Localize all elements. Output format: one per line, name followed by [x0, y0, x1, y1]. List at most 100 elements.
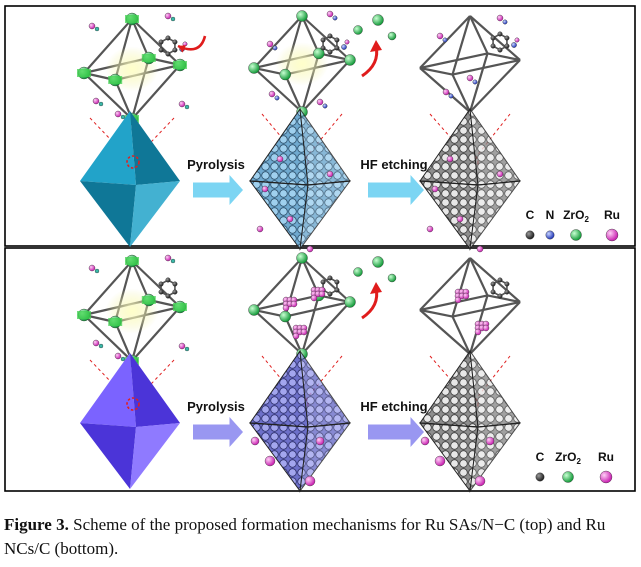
nanoparticle-face — [469, 180, 522, 251]
nanoparticle-face — [249, 349, 309, 428]
cage-edge — [487, 52, 521, 62]
ru-precursor — [164, 254, 172, 262]
carbon-atom — [172, 39, 178, 45]
ru-site — [304, 475, 316, 487]
legend-swatch-n — [545, 230, 555, 240]
cage-edge — [131, 18, 181, 66]
caption-label: Figure 3. — [4, 515, 69, 534]
octahedron-face — [130, 181, 180, 247]
ru-cluster-atom — [310, 294, 318, 302]
legend-swatch-c — [525, 230, 535, 240]
cage-edge — [131, 260, 181, 308]
nitrogen-atom — [502, 19, 508, 25]
cage-edge — [469, 59, 521, 113]
carbon-atom — [504, 281, 510, 287]
nitrogen-atom — [472, 79, 478, 85]
legend-swatch-ru — [605, 228, 619, 242]
octahedron-face — [80, 353, 136, 427]
octahedron-face — [80, 423, 136, 489]
top-panel-frame — [4, 5, 636, 247]
ru-single-atom — [268, 90, 276, 98]
ru-site — [426, 225, 434, 233]
zoom-guide — [471, 113, 511, 163]
octahedron-face — [130, 423, 180, 489]
ligand-atom — [98, 101, 104, 107]
carbon-atom — [334, 45, 340, 51]
nanoparticle-face — [418, 180, 479, 251]
legend-label-c: C — [536, 450, 545, 464]
cage-edge — [253, 15, 303, 69]
ligand-atom — [170, 16, 176, 22]
ru-site — [456, 215, 464, 223]
carbon-atom — [504, 43, 510, 49]
ru-single-atom — [316, 98, 324, 106]
ru-single-atom — [436, 32, 444, 40]
carbon-atom — [320, 45, 326, 51]
cage-edge — [419, 257, 471, 311]
zr-node — [313, 47, 325, 60]
stage-mof — [77, 12, 207, 247]
cage-edge — [451, 316, 471, 355]
cage-edge — [487, 294, 521, 304]
ru-single-atom — [326, 10, 334, 18]
ru-cluster-atom — [454, 296, 462, 304]
stage-pyrolysed — [248, 10, 397, 253]
ru-site — [431, 185, 439, 193]
carbon-atom — [320, 37, 326, 43]
stage-etched — [418, 14, 522, 253]
cage-edge — [451, 74, 471, 113]
ru-atom — [514, 37, 520, 43]
nanoparticle-face — [248, 180, 309, 251]
ru-precursor — [88, 22, 96, 30]
arrow-label-hf-etching: HF etching — [360, 399, 427, 414]
carbon-atom — [172, 47, 178, 53]
cage-edge — [253, 257, 303, 311]
carbon-atom — [327, 275, 333, 281]
ru-precursor — [88, 264, 96, 272]
carbon-atom — [490, 35, 496, 41]
nanoparticle-face — [249, 107, 309, 186]
process-arrow — [193, 175, 243, 205]
cage-edge — [452, 300, 521, 318]
arrow-label-hf-etching: HF etching — [360, 157, 427, 172]
octahedron-face — [80, 181, 136, 247]
ru-site — [434, 455, 446, 467]
ru-site — [420, 436, 430, 446]
released-zr — [353, 25, 363, 35]
release-arrow-head — [370, 40, 382, 52]
zr-node — [279, 68, 291, 81]
zr-node — [279, 310, 291, 323]
cage-edge — [419, 52, 488, 70]
carbon-atom — [165, 35, 171, 41]
nanoparticle-edge — [419, 422, 521, 428]
cage-edge — [419, 294, 488, 312]
ru-site — [250, 436, 260, 446]
carbon-atom — [172, 281, 178, 287]
ru-single-atom — [466, 74, 474, 82]
carbon-atom — [490, 289, 496, 295]
ligand-atom — [184, 346, 190, 352]
ru-atom — [344, 39, 350, 45]
nitrogen-atom — [448, 93, 454, 99]
carbon-atom — [327, 49, 333, 55]
octahedron-face — [130, 111, 180, 185]
arrow-label-pyrolysis: Pyrolysis — [187, 157, 245, 172]
nitrogen-atom — [322, 103, 328, 109]
carbon-atom — [158, 281, 164, 287]
nanoparticle-face — [248, 422, 309, 493]
nanoparticle-edge — [419, 180, 521, 186]
zr-cluster — [108, 76, 123, 84]
zr-node — [344, 54, 356, 66]
ru-site — [264, 455, 276, 467]
nanoparticle-face — [419, 107, 479, 186]
cage-edge — [131, 64, 181, 120]
carbon-atom — [165, 293, 171, 299]
cage-edge — [83, 72, 133, 120]
carbon-atom — [158, 39, 164, 45]
ru-site — [315, 436, 325, 446]
nanoparticle-face — [418, 422, 479, 493]
ligand-atom — [94, 268, 100, 274]
ligand-atom — [94, 26, 100, 32]
carbon-atom — [490, 43, 496, 49]
carbon-atom — [334, 287, 340, 293]
